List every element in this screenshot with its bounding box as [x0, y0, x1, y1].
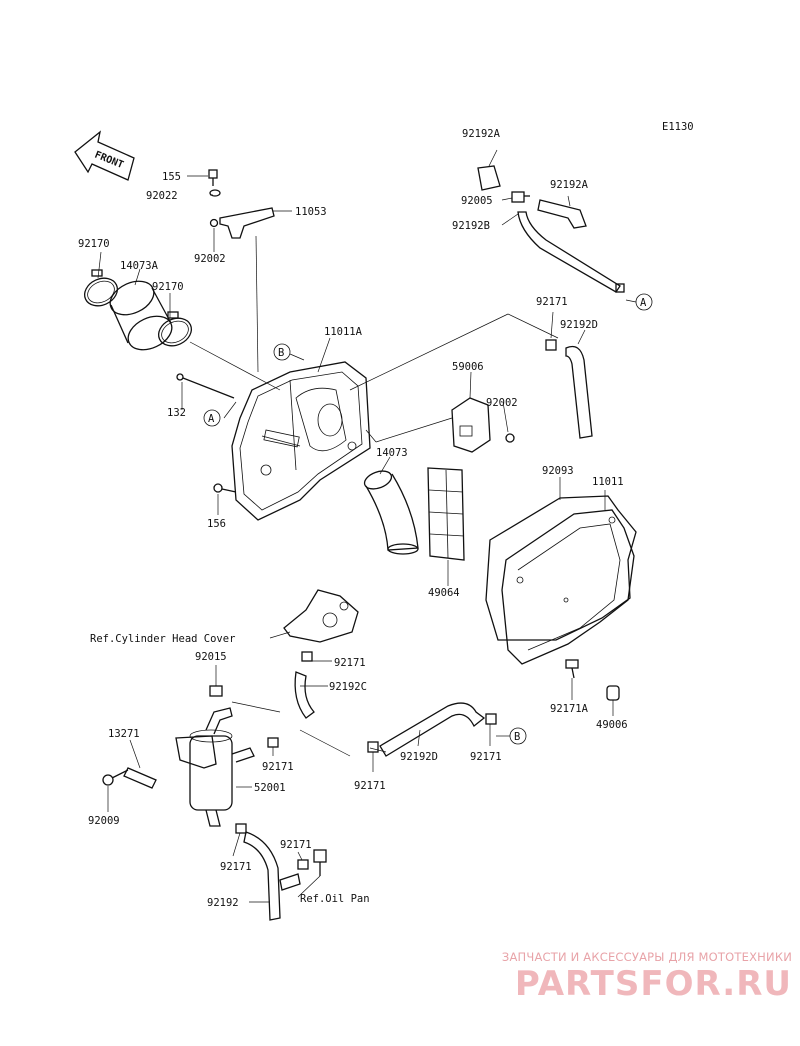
- svg-text:B: B: [514, 731, 520, 743]
- label-92009: 92009: [88, 815, 120, 827]
- cap-49006: [606, 685, 620, 701]
- hose-92192C: [294, 671, 315, 719]
- label-92192D-upper: 92192D: [560, 319, 598, 331]
- label-92171-upper-right: 92171: [536, 296, 568, 308]
- label-92171-head: 92171: [334, 657, 366, 669]
- callout-a-left: A: [203, 409, 221, 427]
- diagram-code: E1130: [662, 121, 694, 133]
- clamp-92171-lower-right: [485, 713, 497, 725]
- label-92171-hose: 92171: [220, 861, 252, 873]
- watermark-brand: PARTSFOR.RU: [514, 964, 792, 1004]
- callout-b-lower: B: [509, 727, 527, 745]
- hose-92192B: [517, 211, 625, 293]
- plate-59006: [451, 397, 491, 453]
- label-59006: 59006: [452, 361, 484, 373]
- label-14073A: 14073A: [120, 260, 159, 272]
- label-92170-left: 92170: [78, 238, 110, 250]
- fitting-92005: [511, 191, 530, 203]
- nut-92015: [209, 685, 223, 697]
- bolt-156: [213, 483, 237, 493]
- hose-92192D-lower: [379, 702, 486, 757]
- callout-a-right: A: [635, 293, 653, 311]
- label-92171-lower-right: 92171: [470, 751, 502, 763]
- label-92171-tank: 92171: [262, 761, 294, 773]
- label-11053: 11053: [295, 206, 327, 218]
- clamp-92171-upper-right: [545, 339, 557, 351]
- bracket-11053: [219, 207, 275, 239]
- label-156: 156: [207, 518, 226, 530]
- hose-92192A-left: [477, 165, 501, 191]
- svg-text:A: A: [640, 297, 647, 309]
- label-92171-bottom: 92171: [280, 839, 312, 851]
- label-92192C: 92192C: [329, 681, 367, 693]
- label-13271: 13271: [108, 728, 140, 740]
- leader-lines: [97, 149, 637, 903]
- label-49006: 49006: [596, 719, 628, 731]
- clamp-92171-head: [301, 651, 313, 662]
- clamp-92171-lower-left: [367, 741, 379, 753]
- duct-14073A: [109, 280, 173, 351]
- front-arrow: FRONT: [74, 130, 135, 181]
- front-arrow-label: FRONT: [93, 150, 125, 171]
- label-92192: 92192: [207, 897, 239, 909]
- hose-92192A-right: [537, 199, 587, 229]
- bolt-92002-right: [505, 433, 515, 443]
- ref-cylinder-head-cover: Ref.Cylinder Head Cover: [90, 633, 235, 645]
- svg-text:B: B: [278, 347, 284, 359]
- watermark-tagline: ЗАПЧАСТИ И АКСЕССУАРЫ ДЛЯ МОТОТЕХНИКИ: [501, 950, 792, 964]
- label-155: 155: [162, 171, 181, 183]
- label-11011: 11011: [592, 476, 624, 488]
- label-92015: 92015: [195, 651, 227, 663]
- label-92005: 92005: [461, 195, 493, 207]
- elbow-duct-14073: [363, 470, 419, 555]
- label-92171-lower-left: 92171: [354, 780, 386, 792]
- air-cleaner-housing-11011A: [231, 361, 371, 521]
- washer-92022: [209, 189, 221, 197]
- label-92022: 92022: [146, 190, 178, 202]
- label-92192A-right: 92192A: [550, 179, 589, 191]
- bolt-92009: [102, 769, 129, 786]
- callout-b-housing: B: [273, 343, 291, 361]
- bracket-13271: [123, 735, 217, 789]
- ref-oil-pan: Ref.Oil Pan: [300, 893, 370, 905]
- label-52001: 52001: [254, 782, 286, 794]
- clamp-92170-left: [83, 277, 119, 307]
- label-92171A: 92171A: [550, 703, 589, 715]
- label-49064: 49064: [428, 587, 460, 599]
- label-92192D-lower: 92192D: [400, 751, 438, 763]
- filter-element-49064: [427, 467, 465, 561]
- cylinder-head-cover-ref: [283, 589, 359, 643]
- label-92192B: 92192B: [452, 220, 490, 232]
- gasket-92093: [485, 495, 637, 641]
- hose-92192: [235, 823, 301, 921]
- label-92002-right: 92002: [486, 397, 518, 409]
- hose-92192D-upper: [565, 345, 593, 439]
- oil-pan-fitting: [313, 849, 327, 876]
- label-92093: 92093: [542, 465, 574, 477]
- bolt-92002-top: [209, 218, 219, 228]
- clamp-92171-tank: [267, 737, 279, 748]
- label-14073: 14073: [376, 447, 408, 459]
- clip-92171A: [565, 659, 579, 679]
- label-92170-right: 92170: [152, 281, 184, 293]
- clamp-92170-right: [157, 317, 193, 347]
- bolt-132: [176, 373, 235, 399]
- bolt-155: [208, 169, 218, 186]
- cover-11011: [501, 509, 635, 665]
- svg-text:A: A: [208, 413, 215, 425]
- clamp-92171-bottom: [297, 859, 309, 870]
- label-92002-top: 92002: [194, 253, 226, 265]
- label-11011A: 11011A: [324, 326, 363, 338]
- label-132: 132: [167, 407, 186, 419]
- label-92192A-left: 92192A: [462, 128, 501, 140]
